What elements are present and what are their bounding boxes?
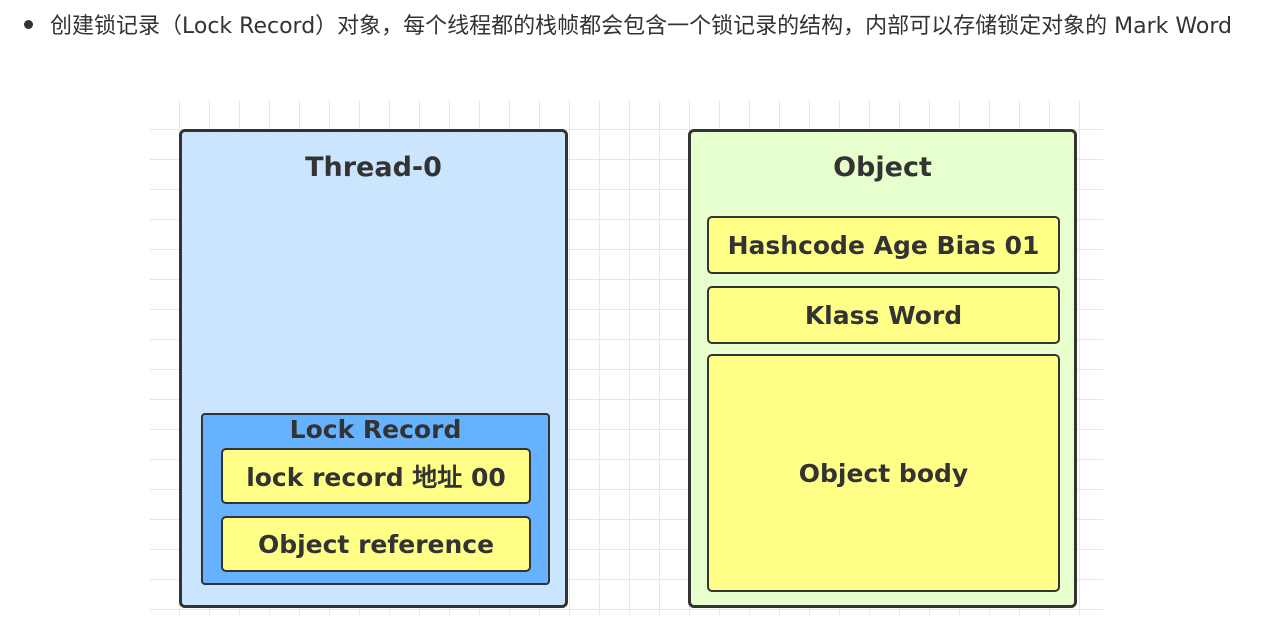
object-title: Object bbox=[833, 152, 932, 183]
bullet-dot-icon bbox=[24, 20, 33, 29]
klass-word-field: Klass Word bbox=[707, 286, 1060, 344]
bullet-text: 创建锁记录（Lock Record）对象，每个线程都的栈帧都会包含一个锁记录的结… bbox=[50, 14, 1232, 39]
object-reference-field: Object reference bbox=[221, 516, 531, 572]
bullet-item: 创建锁记录（Lock Record）对象，每个线程都的栈帧都会包含一个锁记录的结… bbox=[20, 8, 1260, 86]
lock-record-title: Lock Record bbox=[289, 415, 462, 444]
object-body-field: Object body bbox=[707, 354, 1060, 592]
lock-record-box: Lock Record lock record 地址 00 Object ref… bbox=[201, 413, 550, 585]
lock-record-address-field: lock record 地址 00 bbox=[221, 448, 531, 504]
lock-record-diagram: 黑马程序员 www.itheima.com 黑马程序员 www.itheima.… bbox=[150, 100, 1103, 615]
thread-box: Thread-0 Lock Record lock record 地址 00 O… bbox=[179, 129, 568, 608]
thread-title: Thread-0 bbox=[305, 152, 442, 183]
object-box: Object Hashcode Age Bias 01 Klass Word O… bbox=[688, 129, 1077, 608]
mark-word-field: Hashcode Age Bias 01 bbox=[707, 216, 1060, 274]
